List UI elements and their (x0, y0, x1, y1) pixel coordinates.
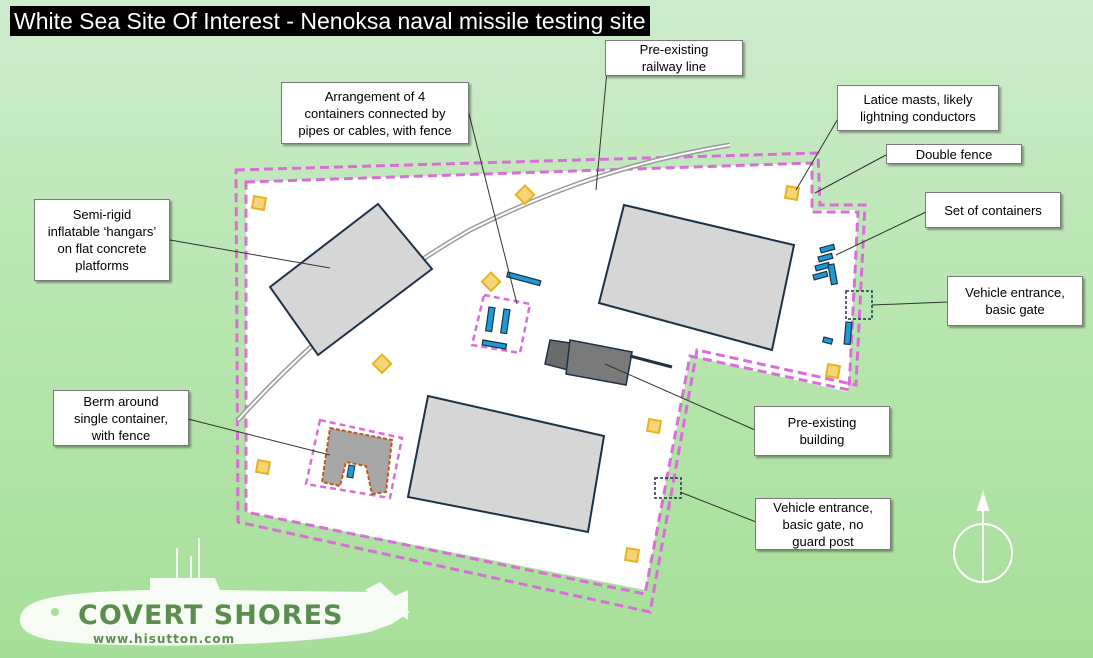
container-fence (470, 293, 532, 355)
label-containers-arrangement: Arrangement of 4 containers connected by… (281, 82, 469, 144)
label-berm: Berm around single container, with fence (53, 390, 189, 446)
submarine-logo-icon (20, 538, 410, 646)
label-masts: Latice masts, likely lightning conductor… (837, 85, 999, 131)
outer-fence (234, 151, 867, 614)
label-hangars: Semi-rigid inflatable ‘hangars’ on flat … (34, 199, 170, 281)
mast (645, 417, 663, 435)
hangar-nw (268, 202, 434, 357)
berm (320, 426, 394, 496)
label-railway: Pre-existing railway line (605, 40, 743, 76)
mast (371, 353, 393, 375)
page-title: White Sea Site Of Interest - Nenoksa nav… (10, 6, 650, 36)
mast (480, 271, 502, 293)
label-vehicle-gate: Vehicle entrance, basic gate (947, 276, 1083, 326)
inner-fence (244, 161, 860, 596)
label-building: Pre-existing building (754, 406, 890, 456)
label-set-of-containers: Set of containers (925, 192, 1061, 228)
mast (623, 546, 641, 564)
leader-lines (169, 59, 949, 523)
logo-porthole (51, 608, 59, 616)
brand-name: COVERT SHORES (78, 600, 344, 631)
pre-existing-building (544, 339, 673, 386)
mast (254, 458, 272, 476)
mast (824, 362, 842, 380)
label-vehicle-gate-no-guard: Vehicle entrance, basic gate, no guard p… (755, 498, 891, 550)
hangar-s (406, 394, 606, 534)
container-set (812, 243, 853, 346)
berm-fence (304, 418, 404, 500)
north-arrow-icon (953, 490, 1013, 583)
berm-container (346, 464, 356, 479)
vehicle-gate-south (654, 477, 682, 499)
mast (783, 184, 801, 202)
container-arrangement (481, 271, 542, 350)
lattice-masts (250, 184, 842, 564)
hangar-ne (597, 203, 796, 352)
mast (514, 184, 536, 206)
label-double-fence: Double fence (886, 144, 1022, 164)
brand-url: www.hisutton.com (93, 632, 236, 646)
mast (250, 194, 268, 212)
